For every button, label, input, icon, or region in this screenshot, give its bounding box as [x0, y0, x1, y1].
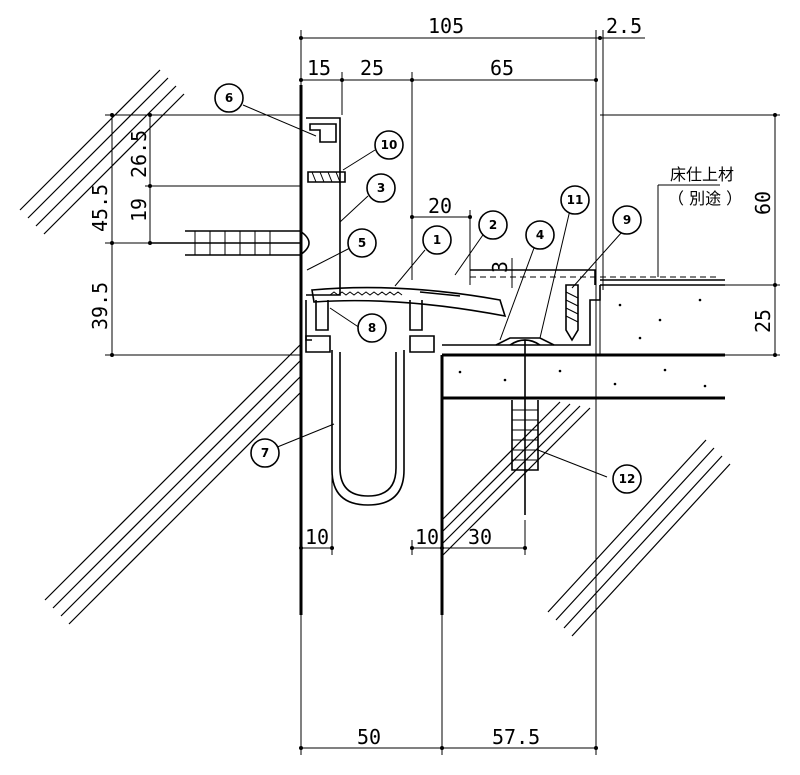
lower-left-hatching: [44, 344, 301, 625]
callout-8: 8: [357, 313, 387, 343]
floor-screw: [565, 284, 579, 342]
floor-finish-note-line1: 床仕上材: [670, 165, 734, 184]
dim-top-gap: 2.5: [606, 14, 642, 38]
svg-text:1: 1: [433, 233, 441, 247]
lower-right-hatching: [547, 439, 731, 637]
dim-left-39-5: 39.5: [88, 282, 112, 330]
callout-9: 9: [612, 205, 642, 235]
callout-4: 4: [525, 220, 555, 250]
dim-mid-20: 20: [428, 194, 452, 218]
callout-3: 3: [366, 173, 396, 203]
dimension-lines: [105, 30, 780, 755]
dim-top-c: 65: [490, 56, 514, 80]
dimension-ticks: [110, 36, 777, 750]
upper-left-hatching: [19, 69, 185, 235]
dim-top-b: 25: [360, 56, 384, 80]
dim-top-a: 15: [307, 56, 331, 80]
svg-text:5: 5: [358, 236, 366, 250]
svg-text:12: 12: [619, 472, 636, 486]
dim-right-25: 25: [751, 309, 775, 333]
upper-screw: [307, 171, 346, 183]
callout-12: 12: [612, 464, 642, 494]
svg-text:3: 3: [377, 181, 385, 195]
floor-anchor-bolt: [509, 339, 541, 515]
callout-7: 7: [250, 438, 280, 468]
callout-11: 11: [560, 185, 590, 215]
dim-low-10-left: 10: [305, 525, 329, 549]
dim-left-45-5: 45.5: [88, 184, 112, 232]
mid-right-hatching: [441, 401, 591, 557]
dim-mid-3: 3: [488, 261, 512, 273]
floor-slab: [442, 279, 725, 400]
dim-top-total: 105: [428, 14, 464, 38]
callout-5: 5: [347, 228, 377, 258]
left-anchor-bolt: [150, 230, 310, 256]
dim-bottom-50: 50: [357, 725, 381, 749]
dim-left-26-5: 26.5: [127, 130, 151, 178]
dim-bottom-57-5: 57.5: [492, 725, 540, 749]
callout-1: 1: [422, 225, 452, 255]
joint-profile: [305, 117, 720, 506]
svg-text:8: 8: [368, 321, 376, 335]
svg-text:10: 10: [381, 138, 398, 152]
dim-right-60: 60: [751, 191, 775, 215]
svg-text:9: 9: [623, 213, 631, 227]
dim-low-10-right: 10: [415, 525, 439, 549]
svg-text:7: 7: [261, 446, 269, 460]
svg-text:6: 6: [225, 91, 233, 105]
dim-low-30: 30: [468, 525, 492, 549]
callout-2: 2: [478, 210, 508, 240]
svg-text:4: 4: [536, 228, 544, 242]
callout-6: 6: [214, 83, 244, 113]
callout-10: 10: [374, 130, 404, 160]
svg-text:2: 2: [489, 218, 497, 232]
dim-left-19: 19: [127, 198, 151, 222]
floor-finish-note-line2: （ 別途 ）: [668, 189, 742, 208]
callout-leaders: [242, 104, 623, 478]
svg-text:11: 11: [567, 193, 584, 207]
